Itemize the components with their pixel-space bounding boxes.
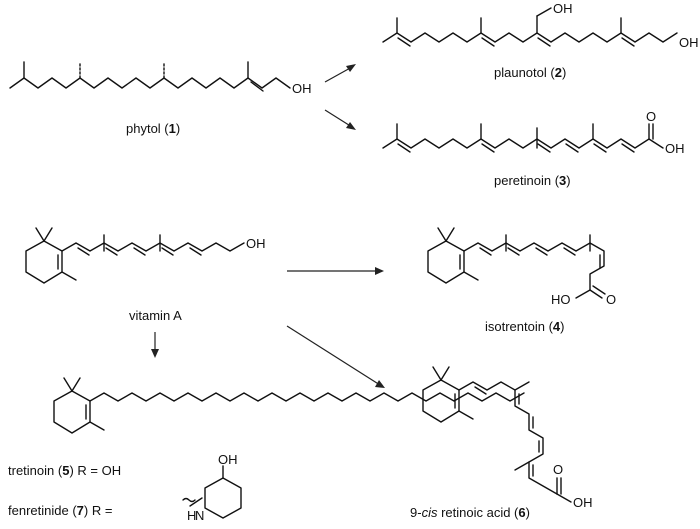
peretinoin-structure: O OH <box>382 109 685 156</box>
9-cis-retinoic-acid-structure: O OH <box>422 366 593 510</box>
cis-ra-oh: OH <box>573 495 593 510</box>
cis-ra-o: O <box>553 462 563 477</box>
fenretinide-h: H <box>187 508 196 523</box>
arrow-vitamin-a-to-isotrentoin <box>287 267 384 275</box>
vitamin-a-label: vitamin A <box>129 308 182 323</box>
plaunotol-label: plaunotol (2) <box>494 65 566 80</box>
isotrentoin-o: O <box>606 292 616 307</box>
arrow-phytol-to-plaunotol <box>324 64 356 83</box>
peretinoin-oh: OH <box>665 141 685 156</box>
fenretinide-n: N <box>195 508 204 523</box>
fenretinide-r-group: N H OH <box>182 452 242 523</box>
isotrentoin-ho: HO <box>551 292 571 307</box>
fenretinide-label: fenretinide (7) R = <box>8 503 112 518</box>
tretinoin-structure <box>53 377 525 434</box>
peretinoin-label: peretinoin (3) <box>494 173 571 188</box>
phytol-oh: OH <box>292 81 312 96</box>
arrow-vitamin-a-to-9-cis-retinoic-acid <box>286 325 385 388</box>
plaunotol-oh-end: OH <box>679 35 699 50</box>
phytol-structure: OH <box>9 61 312 96</box>
isotrentoin-structure: HO O <box>427 227 616 307</box>
9-cis-retinoic-acid-label: 9-cis retinoic acid (6) <box>410 505 530 520</box>
vitamin-a-structure: OH <box>25 227 266 284</box>
arrow-vitamin-a-to-tretinoin <box>151 332 159 358</box>
tretinoin-label: tretinoin (5) R = OH <box>8 463 121 478</box>
vitamin-a-oh: OH <box>246 236 266 251</box>
plaunotol-oh-top: OH <box>553 1 573 16</box>
isotrentoin-label: isotrentoin (4) <box>485 319 565 334</box>
arrow-phytol-to-peretinoin <box>324 109 356 130</box>
fenretinide-oh: OH <box>218 452 238 467</box>
peretinoin-o: O <box>646 109 656 124</box>
phytol-label: phytol (1) <box>126 121 180 136</box>
plaunotol-structure: OH OH <box>382 1 699 50</box>
